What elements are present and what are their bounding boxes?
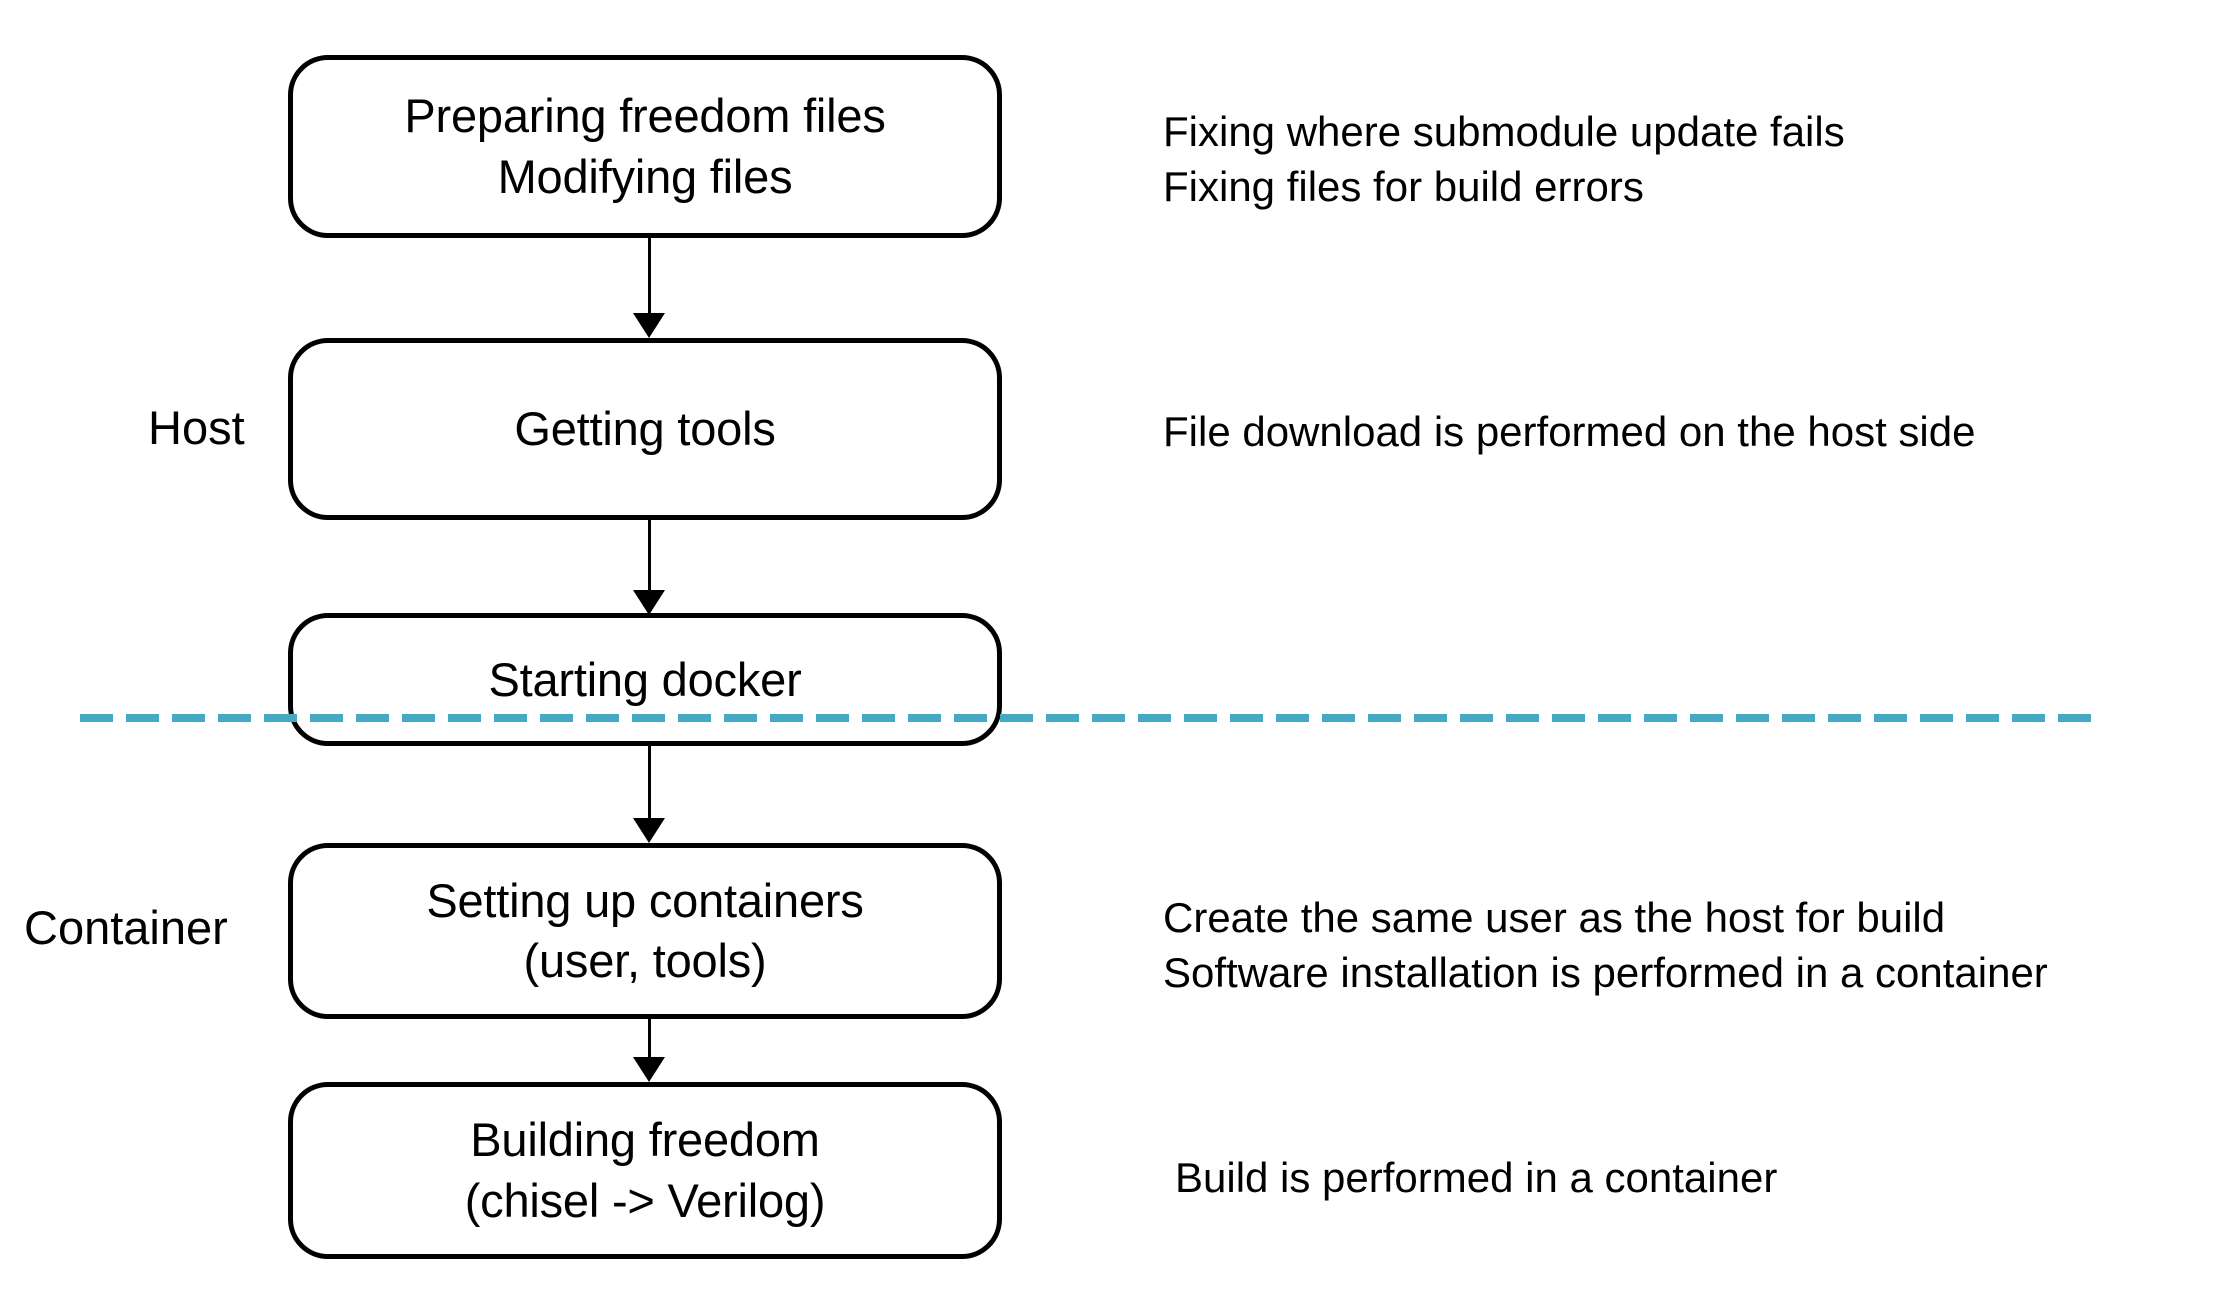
node-starting-docker[interactable]: Starting docker <box>288 613 1002 746</box>
divider-dash <box>2012 714 2045 722</box>
divider-dash <box>1000 714 1033 722</box>
divider-dash <box>80 714 113 722</box>
node-building-freedom[interactable]: Building freedom (chisel -> Verilog) <box>288 1082 1002 1259</box>
note-line-2: Software installation is performed in a … <box>1163 949 2048 997</box>
divider-dash <box>494 714 527 722</box>
note-line-1: File download is performed on the host s… <box>1163 408 1976 455</box>
divider-dash <box>310 714 343 722</box>
divider-dash <box>1552 714 1585 722</box>
node-label-line-2: (chisel -> Verilog) <box>464 1173 826 1227</box>
divider-dash <box>1414 714 1447 722</box>
note-building-freedom: Build is performed in a container <box>1175 1150 1777 1205</box>
divider-dash <box>1046 714 1079 722</box>
divider-dash <box>1966 714 1999 722</box>
arrow-preparing-to-getting-tools <box>633 238 665 338</box>
divider-dash <box>1184 714 1217 722</box>
arrow-starting-docker-to-setting-up-containers <box>633 746 665 843</box>
zone-label-host: Host <box>148 401 245 454</box>
zone-label-container: Container <box>24 901 228 954</box>
divider-dash <box>1690 714 1723 722</box>
divider-dash <box>1092 714 1125 722</box>
node-label-line-1: Preparing freedom files <box>404 89 886 143</box>
divider-dash <box>172 714 205 722</box>
divider-dash <box>1276 714 1309 722</box>
divider-dash <box>448 714 481 722</box>
divider-dash <box>632 714 665 722</box>
divider-dash <box>402 714 435 722</box>
arrow-setting-up-containers-to-building-freedom <box>633 1019 665 1082</box>
node-label-line-2: Modifying files <box>497 149 793 203</box>
node-label-line-2: (user, tools) <box>523 934 767 987</box>
divider-dash <box>1828 714 1861 722</box>
divider-dash <box>724 714 757 722</box>
arrow-getting-tools-to-starting-docker <box>633 520 665 615</box>
divider-dash <box>264 714 297 722</box>
note-preparing-freedom-files: Fixing where submodule update fails Fixi… <box>1163 104 1845 215</box>
divider-dash <box>2058 714 2091 722</box>
divider-dash <box>1230 714 1263 722</box>
note-line-1: Fixing where submodule update fails <box>1163 108 1845 155</box>
divider-dash <box>862 714 895 722</box>
divider-dash <box>1138 714 1171 722</box>
divider-dash <box>1506 714 1539 722</box>
note-line-1: Create the same user as the host for bui… <box>1163 894 1946 941</box>
host-container-divider <box>80 714 2092 722</box>
divider-dash <box>1736 714 1769 722</box>
node-label-line-1: Getting tools <box>514 402 776 456</box>
divider-dash <box>816 714 849 722</box>
divider-dash <box>1920 714 1953 722</box>
divider-dash <box>908 714 941 722</box>
note-line-2: Fixing files for build errors <box>1163 163 1644 211</box>
node-label-line-1: Building freedom <box>470 1113 820 1167</box>
node-getting-tools[interactable]: Getting tools <box>288 338 1002 520</box>
divider-dash <box>954 714 987 722</box>
note-setting-up-containers: Create the same user as the host for bui… <box>1163 890 2048 1001</box>
divider-dash <box>1598 714 1631 722</box>
divider-dash <box>1322 714 1355 722</box>
divider-dash <box>1460 714 1493 722</box>
divider-dash <box>586 714 619 722</box>
divider-dash <box>126 714 159 722</box>
note-line-1: Build is performed in a container <box>1175 1154 1778 1201</box>
divider-dash <box>1782 714 1815 722</box>
divider-dash <box>1368 714 1401 722</box>
divider-dash <box>1874 714 1907 722</box>
note-getting-tools: File download is performed on the host s… <box>1163 404 1975 459</box>
node-setting-up-containers[interactable]: Setting up containers (user, tools) <box>288 843 1002 1019</box>
node-label-line-1: Starting docker <box>488 652 802 706</box>
node-preparing-freedom-files[interactable]: Preparing freedom files Modifying files <box>288 55 1002 238</box>
divider-dash <box>218 714 251 722</box>
divider-dash <box>540 714 573 722</box>
node-label-line-1: Setting up containers <box>426 873 864 927</box>
divider-dash <box>1644 714 1677 722</box>
divider-dash <box>356 714 389 722</box>
divider-dash <box>678 714 711 722</box>
divider-dash <box>770 714 803 722</box>
